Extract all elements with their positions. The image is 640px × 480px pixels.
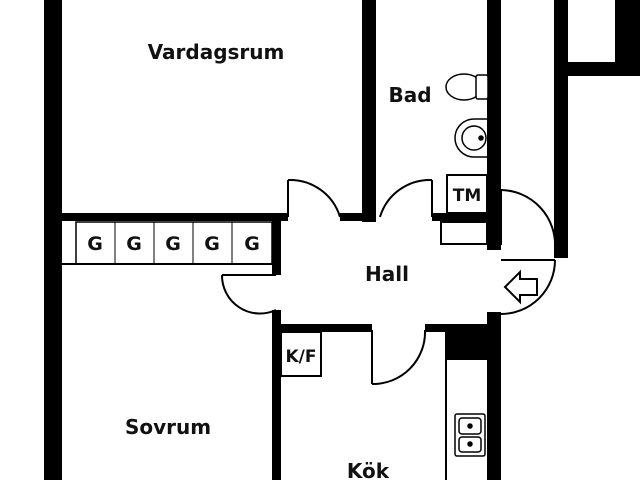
bath-south-wall — [432, 213, 501, 221]
walls — [44, 0, 640, 480]
living-east-wall — [362, 0, 376, 222]
washer-dryer-box — [446, 174, 488, 214]
wardrobe-label-2: G — [126, 233, 142, 255]
kitchen-sink-icon — [454, 413, 486, 457]
entrance-door — [500, 259, 556, 315]
left-outer-wall — [44, 0, 62, 480]
bedroom-door — [220, 274, 277, 315]
bath-door — [379, 178, 433, 218]
room-label-bath: Bad — [388, 83, 431, 107]
fridge-freezer-label: K/F — [286, 347, 317, 367]
washbasin-icon — [454, 118, 487, 158]
kitchen-door — [371, 329, 427, 386]
hall-east-wall — [487, 312, 501, 480]
living-south-stub — [340, 213, 376, 221]
doors — [220, 178, 557, 386]
closet-north-wall — [62, 213, 288, 221]
toilet-icon — [445, 73, 489, 101]
washer-dryer-label: TM — [453, 186, 482, 206]
wardrobe-label-5: G — [244, 233, 260, 255]
wardrobes: G G G G G — [75, 221, 273, 265]
kitchen-north-wall — [272, 324, 372, 332]
closet-east-wall — [272, 215, 281, 275]
wardrobe-label-4: G — [204, 233, 220, 255]
room-label-hall: Hall — [365, 262, 409, 286]
wardrobe-label-3: G — [165, 233, 181, 255]
far-east-wall — [615, 0, 640, 62]
room-label-bedroom: Sovrum — [125, 415, 211, 439]
room-label-living: Vardagsrum — [148, 40, 285, 64]
shaft-ledge-wall — [562, 62, 640, 76]
fridge-freezer-box — [280, 331, 322, 377]
room-label-kitchen: Kök — [347, 459, 390, 480]
wardrobe-label-1: G — [87, 233, 103, 255]
shaft-inner-wall — [554, 0, 568, 258]
column — [447, 326, 489, 360]
entrance-arrow-icon — [503, 269, 538, 305]
closet-door — [500, 189, 557, 249]
bedroom-east-wall — [272, 310, 281, 480]
bath-east-wall — [487, 0, 501, 250]
living-door — [287, 178, 341, 218]
